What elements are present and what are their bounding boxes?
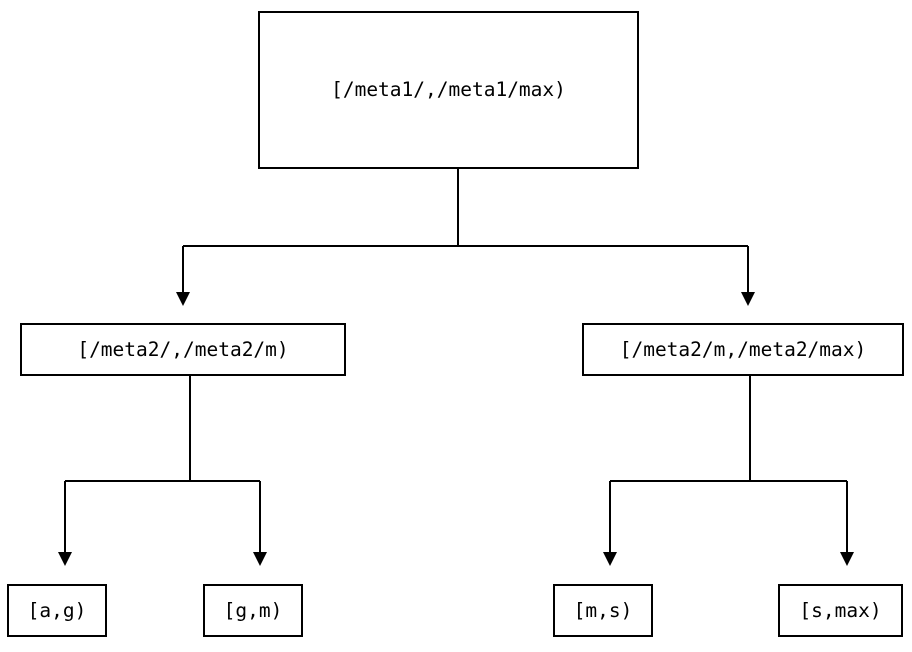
arrowhead-to-mid-left <box>176 292 190 306</box>
tree-node-label: [a,g) <box>27 598 87 622</box>
tree-node-leaf-gm[interactable]: [g,m) <box>203 584 303 637</box>
tree-node-label: [g,m) <box>223 598 283 622</box>
arrowhead-to-leaf-ag <box>58 552 72 566</box>
tree-node-leaf-ag[interactable]: [a,g) <box>7 584 107 637</box>
tree-node-label: [/meta2/m,/meta2/max) <box>619 337 867 361</box>
tree-node-mid-right[interactable]: [/meta2/m,/meta2/max) <box>582 323 904 376</box>
arrowhead-to-leaf-ms <box>603 552 617 566</box>
tree-node-label: [/meta2/,/meta2/m) <box>77 337 289 361</box>
arrowhead-to-leaf-gm <box>253 552 267 566</box>
tree-node-leaf-ms[interactable]: [m,s) <box>553 584 653 637</box>
tree-node-mid-left[interactable]: [/meta2/,/meta2/m) <box>20 323 346 376</box>
tree-node-leaf-smax[interactable]: [s,max) <box>778 584 903 637</box>
tree-node-label: [m,s) <box>573 598 633 622</box>
tree-node-root[interactable]: [/meta1/,/meta1/max) <box>258 11 639 169</box>
arrowhead-to-leaf-smax <box>840 552 854 566</box>
arrowhead-to-mid-right <box>741 292 755 306</box>
tree-node-label: [/meta1/,/meta1/max) <box>331 78 566 102</box>
tree-node-label: [s,max) <box>799 598 882 622</box>
